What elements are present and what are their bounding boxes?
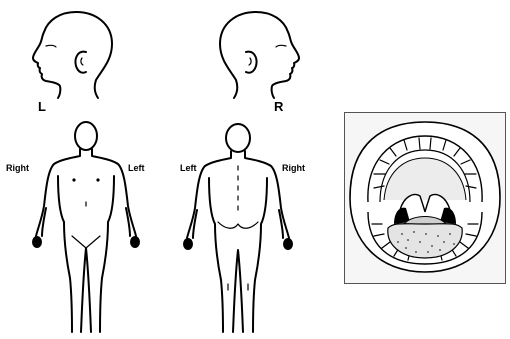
head-left-side-label: L — [38, 100, 46, 113]
body-back-drawing — [178, 118, 298, 338]
head-right-side-label: R — [274, 100, 283, 113]
head-profile-left — [20, 6, 140, 106]
head-profile-right — [192, 6, 312, 106]
body-back-figure — [178, 118, 298, 338]
oral-cavity-drawing — [344, 112, 506, 284]
body-front-figure — [26, 118, 146, 338]
head-left-drawing — [20, 6, 140, 106]
head-right-drawing — [192, 6, 312, 106]
body-front-drawing — [26, 118, 146, 338]
oral-cavity-diagram — [344, 112, 506, 284]
